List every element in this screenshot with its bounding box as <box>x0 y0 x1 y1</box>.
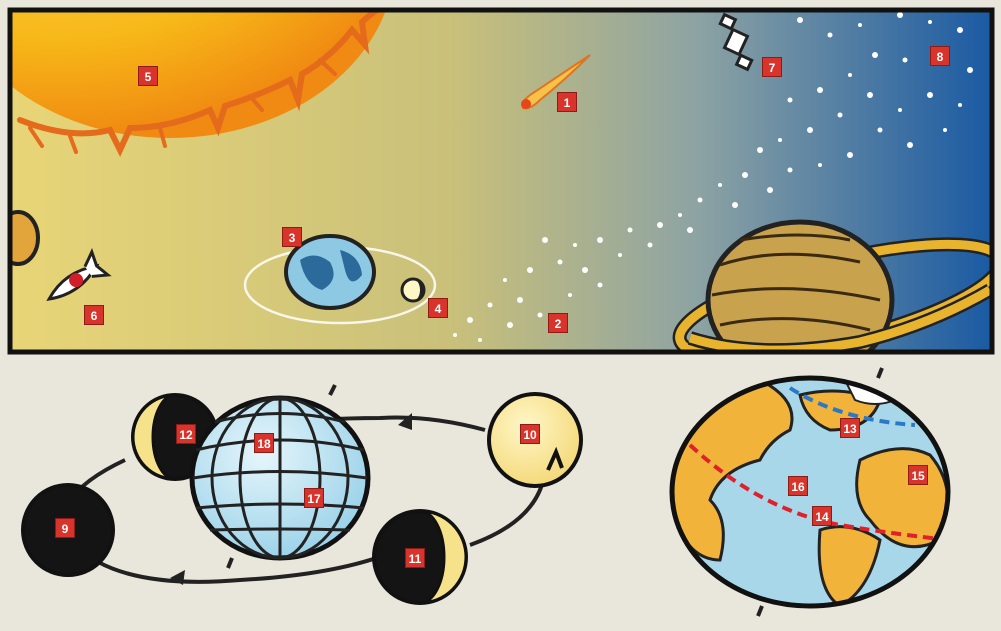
label-4: 4 <box>428 298 448 318</box>
label-14: 14 <box>812 506 832 526</box>
label-18: 18 <box>254 433 274 453</box>
label-5: 5 <box>138 66 158 86</box>
label-15: 15 <box>908 465 928 485</box>
moon-small <box>400 277 426 303</box>
label-11: 11 <box>405 548 425 568</box>
label-12: 12 <box>176 424 196 444</box>
label-16: 16 <box>788 476 808 496</box>
space-panel <box>10 10 992 352</box>
rocket <box>46 248 112 301</box>
label-6: 6 <box>84 305 104 325</box>
label-3: 3 <box>282 227 302 247</box>
label-8: 8 <box>930 46 950 66</box>
label-10: 10 <box>520 424 540 444</box>
space-panel-border <box>7 7 995 355</box>
moon-phases <box>21 384 583 605</box>
earth-map <box>669 367 951 617</box>
label-2: 2 <box>548 313 568 333</box>
planet-edge <box>10 210 40 266</box>
label-7: 7 <box>762 57 782 77</box>
earth <box>243 234 437 325</box>
label-9: 9 <box>55 518 75 538</box>
satellite <box>718 12 754 72</box>
stars <box>453 12 973 342</box>
saturn <box>672 219 992 352</box>
comet <box>521 54 591 110</box>
label-1: 1 <box>557 92 577 112</box>
label-17: 17 <box>304 488 324 508</box>
sun <box>10 10 386 157</box>
label-13: 13 <box>840 418 860 438</box>
